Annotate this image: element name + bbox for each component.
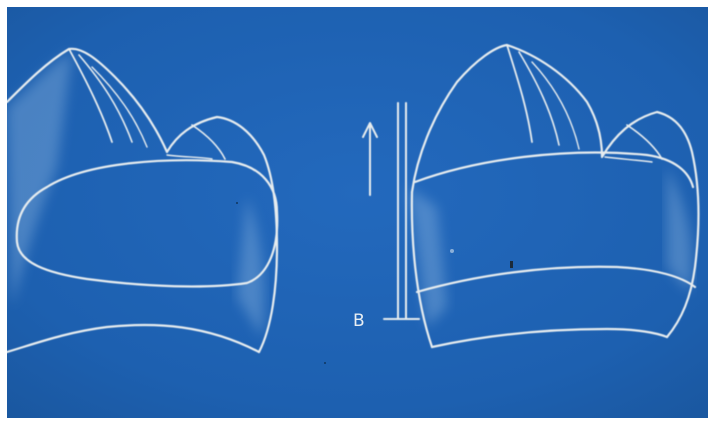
diagram-slide: B: [7, 7, 708, 418]
diagram-canvas: B: [7, 7, 708, 418]
speck-3: [450, 249, 454, 253]
right-band-mark: [510, 261, 513, 268]
speck-1: [236, 202, 238, 204]
reference-label-b: B: [353, 311, 365, 331]
speck-2: [324, 362, 326, 364]
slide-background: [7, 7, 708, 418]
